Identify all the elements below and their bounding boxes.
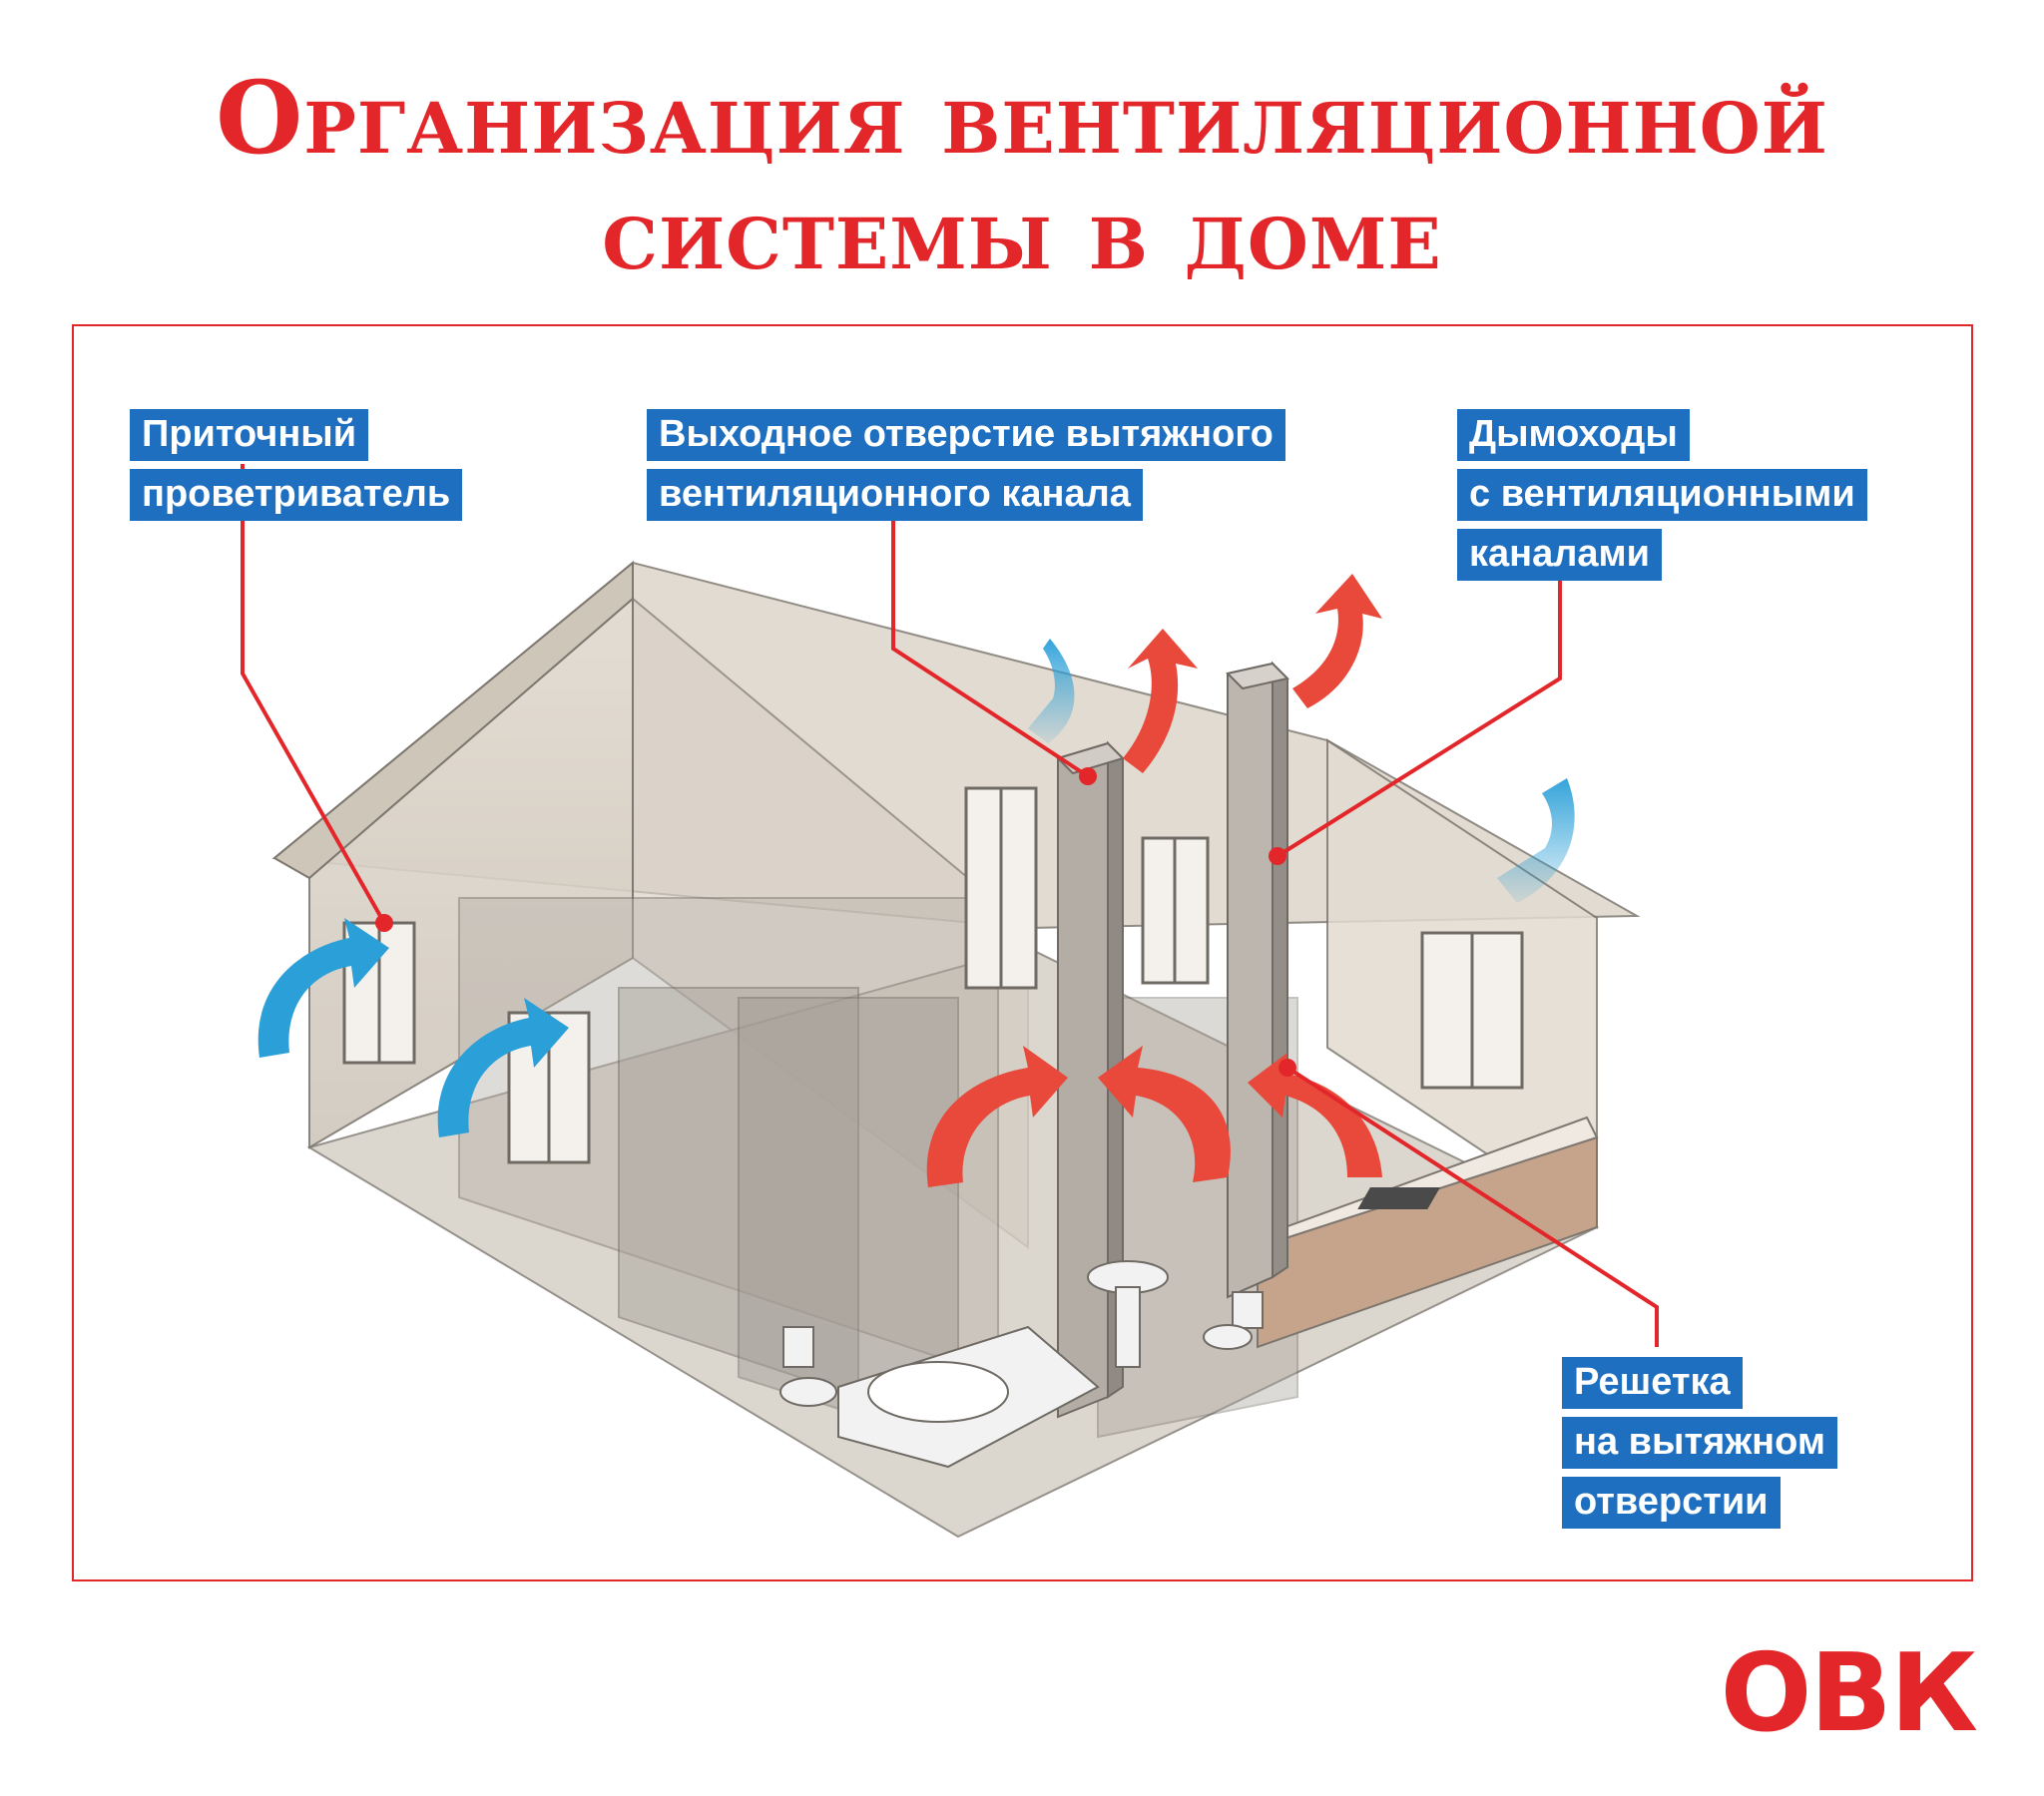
ventilation-shafts	[1056, 661, 1289, 1419]
label-supply-ventilator-line-1: Приточный	[130, 409, 369, 461]
diagram-frame	[72, 324, 1973, 1581]
page-title-line-2: системы в доме	[602, 175, 1442, 292]
exhaust-air-arrows	[926, 574, 1382, 1187]
bathroom-fixtures	[779, 1260, 1264, 1469]
label-supply-ventilator: Приточный проветриватель	[130, 409, 463, 529]
label-exhaust-outlet-line-2: вентиляционного канала	[647, 469, 1143, 521]
label-chimneys-line-2: с вентиляционными	[1457, 469, 1867, 521]
label-chimneys-line-3: каналами	[1457, 529, 1662, 581]
label-chimneys-line-1: Дымоходы	[1457, 409, 1690, 461]
callout-dots	[375, 767, 1296, 1077]
label-supply-ventilator-line-2: проветриватель	[130, 469, 463, 521]
label-exhaust-grille-line-2: на вытяжном	[1562, 1417, 1837, 1469]
page-title-line-1: Организация вентиляционной	[216, 59, 1828, 177]
label-exhaust-outlet-line-1: Выходное отверстие вытяжного	[647, 409, 1285, 461]
label-exhaust-grille-line-3: отверстии	[1562, 1477, 1781, 1529]
label-exhaust-grille-line-1: Решетка	[1562, 1357, 1743, 1409]
supply-air-arrows	[257, 639, 1575, 1137]
label-chimneys: Дымоходы с вентиляционными каналами	[1457, 409, 1867, 589]
callout-lines	[241, 464, 1659, 1347]
label-exhaust-grille: Решетка на вытяжном отверстии	[1562, 1357, 1837, 1537]
label-exhaust-outlet: Выходное отверстие вытяжного вентиляцион…	[647, 409, 1285, 529]
kitchen-counter	[1257, 1116, 1599, 1349]
ovk-logo: ОВК	[1720, 1631, 1978, 1756]
